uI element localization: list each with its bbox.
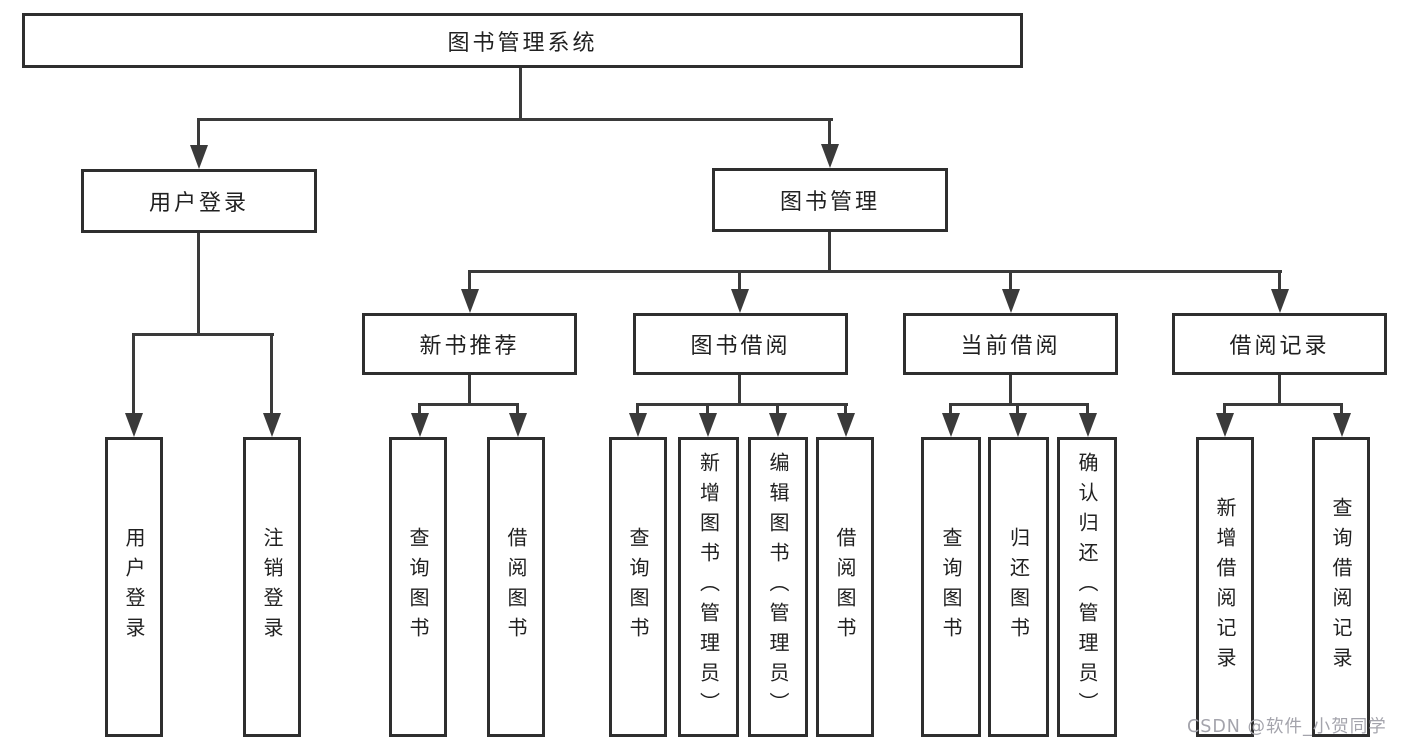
- connector-v: [516, 405, 519, 417]
- node-label: 新书推荐: [419, 334, 520, 359]
- leaf-logout: 注销登录: [243, 437, 301, 737]
- connector-v: [1223, 405, 1226, 417]
- leaf-label: 查询图书: [939, 527, 963, 647]
- connector-h: [636, 403, 848, 406]
- connector-h: [132, 333, 274, 336]
- leaf-label: 查询借阅记录: [1329, 497, 1353, 677]
- connector-v: [1278, 375, 1281, 405]
- arrow-down-icon: [1002, 289, 1020, 313]
- leaf-label: 归还图书: [1006, 527, 1031, 647]
- leaf-label: 新增图书（管理员）: [696, 452, 721, 722]
- leaf-label: 编辑图书（管理员）: [766, 452, 790, 722]
- arrow-down-icon: [699, 413, 717, 437]
- leaf-label: 新增借阅记录: [1213, 497, 1237, 677]
- leaf-label: 查询图书: [406, 527, 430, 647]
- connector-v: [132, 335, 135, 415]
- node-label: 图书借阅: [690, 334, 791, 359]
- connector-v: [468, 272, 471, 292]
- connector-v: [1278, 272, 1281, 292]
- arrow-down-icon: [263, 413, 281, 437]
- node-book-management: 图书管理: [712, 168, 948, 232]
- leaf-label: 借阅图书: [833, 527, 857, 647]
- connector-v: [738, 375, 741, 405]
- node-current-borrow: 当前借阅: [903, 313, 1118, 375]
- arrow-down-icon: [942, 413, 960, 437]
- connector-v: [776, 405, 779, 417]
- node-label: 当前借阅: [960, 334, 1061, 359]
- arrow-down-icon: [769, 413, 787, 437]
- connector-h: [949, 403, 1089, 406]
- node-book-borrow: 图书借阅: [633, 313, 848, 375]
- leaf-label: 用户登录: [122, 527, 146, 647]
- connector-v: [1009, 375, 1012, 405]
- connector-h: [197, 118, 833, 121]
- node-label: 图书管理: [779, 190, 880, 215]
- arrow-down-icon: [837, 413, 855, 437]
- arrow-down-icon: [1271, 289, 1289, 313]
- leaf-label: 查询图书: [626, 527, 650, 647]
- leaf-label: 注销登录: [260, 527, 284, 647]
- connector-h: [418, 403, 519, 406]
- connector-v: [197, 233, 200, 335]
- connector-v: [197, 120, 200, 150]
- arrow-down-icon: [1333, 413, 1351, 437]
- connector-v: [1340, 405, 1343, 417]
- arrow-down-icon: [461, 289, 479, 313]
- leaf-query-books: 查询图书: [609, 437, 667, 737]
- connector-v: [636, 405, 639, 417]
- leaf-label: 确认归还（管理员）: [1075, 452, 1099, 722]
- connector-v: [844, 405, 847, 417]
- leaf-query-borrow-record: 查询借阅记录: [1312, 437, 1370, 737]
- node-borrow-records: 借阅记录: [1172, 313, 1387, 375]
- arrow-down-icon: [629, 413, 647, 437]
- arrow-down-icon: [731, 289, 749, 313]
- leaf-borrow-books: 借阅图书: [487, 437, 545, 737]
- leaf-user-login: 用户登录: [105, 437, 163, 737]
- arrow-down-icon: [1079, 413, 1097, 437]
- connector-h: [1223, 403, 1343, 406]
- leaf-label: 借阅图书: [504, 527, 528, 647]
- connector-v: [418, 405, 421, 417]
- connector-v: [738, 272, 741, 292]
- arrow-down-icon: [411, 413, 429, 437]
- connector-v: [828, 120, 831, 150]
- leaf-return-books: 归还图书: [988, 437, 1049, 737]
- connector-v: [468, 375, 471, 405]
- leaf-borrow-books: 借阅图书: [816, 437, 874, 737]
- connector-v: [949, 405, 952, 417]
- connector-v: [1086, 405, 1089, 417]
- node-new-book-recommend: 新书推荐: [362, 313, 577, 375]
- node-user-login: 用户登录: [81, 169, 317, 233]
- leaf-confirm-return-admin: 确认归还（管理员）: [1057, 437, 1117, 737]
- node-library-system: 图书管理系统: [22, 13, 1023, 68]
- leaf-edit-books-admin: 编辑图书（管理员）: [748, 437, 808, 737]
- node-label: 用户登录: [148, 191, 249, 216]
- arrow-down-icon: [1009, 413, 1027, 437]
- node-label: 图书管理系统: [447, 30, 598, 56]
- connector-h: [468, 270, 1282, 273]
- leaf-query-books: 查询图书: [921, 437, 981, 737]
- connector-v: [1009, 272, 1012, 292]
- leaf-add-borrow-record: 新增借阅记录: [1196, 437, 1254, 737]
- arrow-down-icon: [1216, 413, 1234, 437]
- connector-v: [519, 68, 522, 120]
- watermark: CSDN @软件_小贺同学: [1187, 717, 1387, 737]
- connector-v: [1016, 405, 1019, 417]
- arrow-down-icon: [821, 144, 839, 168]
- connector-v: [270, 335, 273, 415]
- connector-v: [706, 405, 709, 417]
- leaf-query-books: 查询图书: [389, 437, 447, 737]
- arrow-down-icon: [125, 413, 143, 437]
- arrow-down-icon: [190, 145, 208, 169]
- leaf-add-books-admin: 新增图书（管理员）: [678, 437, 739, 737]
- node-label: 借阅记录: [1229, 334, 1330, 359]
- connector-v: [828, 232, 831, 272]
- arrow-down-icon: [509, 413, 527, 437]
